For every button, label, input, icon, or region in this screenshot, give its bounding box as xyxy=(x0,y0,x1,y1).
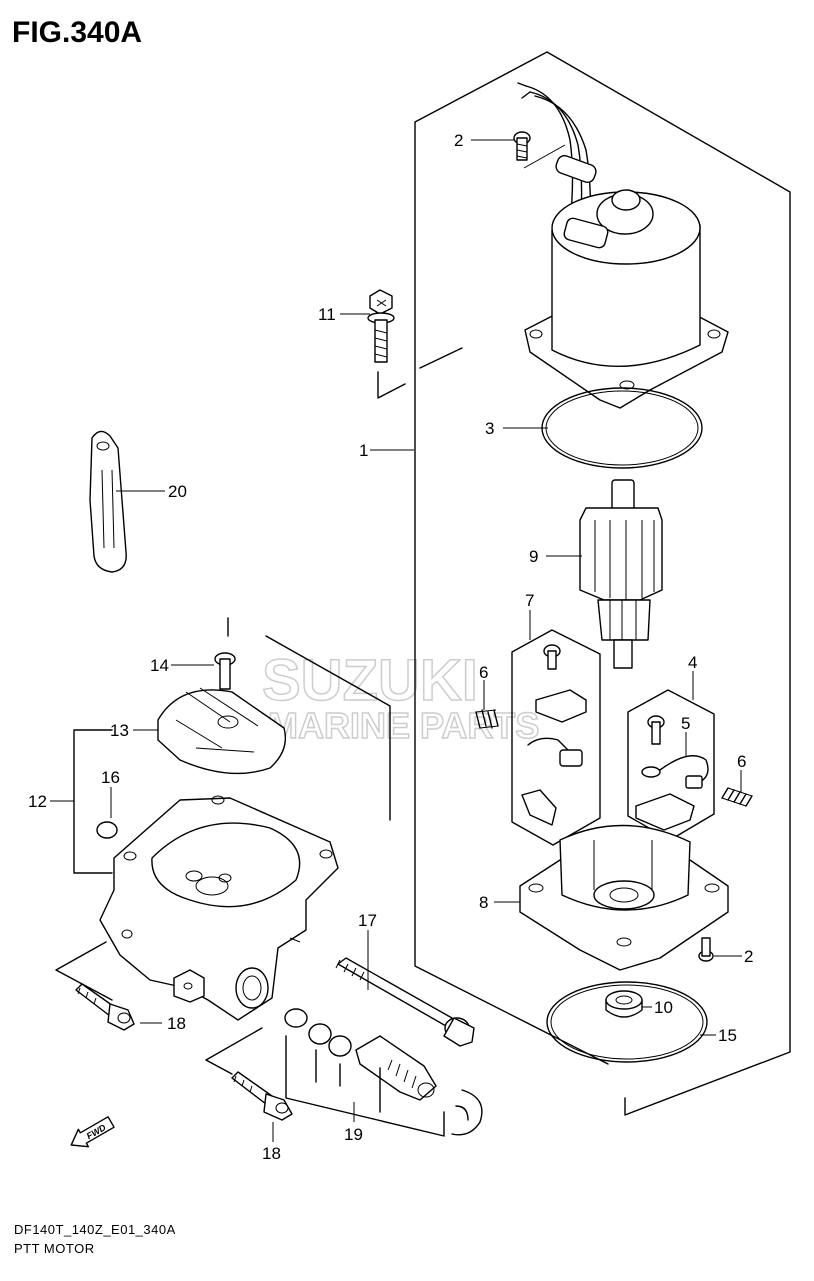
callout-5: 5 xyxy=(681,714,690,733)
figure-code: DF140T_140Z_E01_340A xyxy=(14,1222,176,1237)
callout-8: 8 xyxy=(479,893,488,912)
callout-17: 17 xyxy=(358,911,377,930)
callout-13: 13 xyxy=(110,721,129,740)
bolt-17 xyxy=(335,957,475,1047)
callout-11: 11 xyxy=(318,305,336,324)
callout-16: 16 xyxy=(101,768,120,787)
o-ring-16 xyxy=(96,821,118,839)
callout-18-lower: 18 xyxy=(262,1144,281,1163)
end-frame-8 xyxy=(519,824,729,971)
callout-10: 10 xyxy=(654,998,673,1017)
figure-caption: PTT MOTOR xyxy=(14,1241,95,1256)
callout-9: 9 xyxy=(529,547,538,566)
part-4-frame xyxy=(627,689,715,841)
figure-footer: DF140T_140Z_E01_340A PTT MOTOR xyxy=(14,1220,176,1258)
callout-2-top: 2 xyxy=(454,131,463,150)
washer-10 xyxy=(605,990,643,1018)
brush-holder-7 xyxy=(521,644,587,826)
spring-6-left xyxy=(475,709,499,729)
callout-12: 12 xyxy=(28,792,47,811)
leader-lines xyxy=(50,139,742,1142)
part-12-frame xyxy=(227,617,391,821)
callout-4: 4 xyxy=(688,653,697,672)
screw-2-top xyxy=(513,131,566,169)
bolt-18-bracket xyxy=(55,941,263,1075)
o-ring-15 xyxy=(546,981,708,1063)
cable-clip xyxy=(555,154,597,184)
screw-14 xyxy=(214,652,236,690)
watermark-line2: MARINE PARTS xyxy=(268,705,539,746)
bolt-18-lower xyxy=(231,1071,293,1121)
callout-15: 15 xyxy=(718,1026,737,1045)
assembly-12-bracket xyxy=(73,729,113,874)
figure-title: FIG.340A xyxy=(12,16,143,49)
watermark-line1: SUZUKI xyxy=(262,648,478,713)
motor-housing xyxy=(524,189,729,409)
part-7-frame xyxy=(511,629,601,846)
watermark: SUZUKI MARINE PARTS xyxy=(261,647,540,747)
callout-14: 14 xyxy=(150,656,169,675)
valve-kit-19 xyxy=(284,1008,483,1137)
assembly-1-outline xyxy=(377,51,791,1116)
callout-7: 7 xyxy=(525,591,534,610)
brush-holder-4 xyxy=(635,715,709,831)
bolt-11 xyxy=(367,289,395,363)
callout-6-right: 6 xyxy=(737,752,746,771)
cover-plate-13 xyxy=(157,687,287,775)
screw-2-bottom xyxy=(698,937,714,962)
fwd-arrow-icon: FWD xyxy=(70,1116,115,1148)
callout-18-upper: 18 xyxy=(167,1014,186,1033)
bolt-18-upper xyxy=(75,983,135,1031)
callout-labels: 1 2 2 3 4 5 6 6 7 8 9 10 11 12 13 14 15 … xyxy=(28,131,753,1163)
clip-20 xyxy=(89,430,127,573)
pump-body-12 xyxy=(99,795,339,1021)
armature-9 xyxy=(579,479,663,669)
callout-20: 20 xyxy=(168,482,187,501)
callout-6-left: 6 xyxy=(479,663,488,682)
callout-2-bottom: 2 xyxy=(744,947,753,966)
callout-1: 1 xyxy=(359,441,368,460)
spring-6-right xyxy=(721,787,753,807)
callout-3: 3 xyxy=(485,419,494,438)
callout-19: 19 xyxy=(344,1125,363,1144)
